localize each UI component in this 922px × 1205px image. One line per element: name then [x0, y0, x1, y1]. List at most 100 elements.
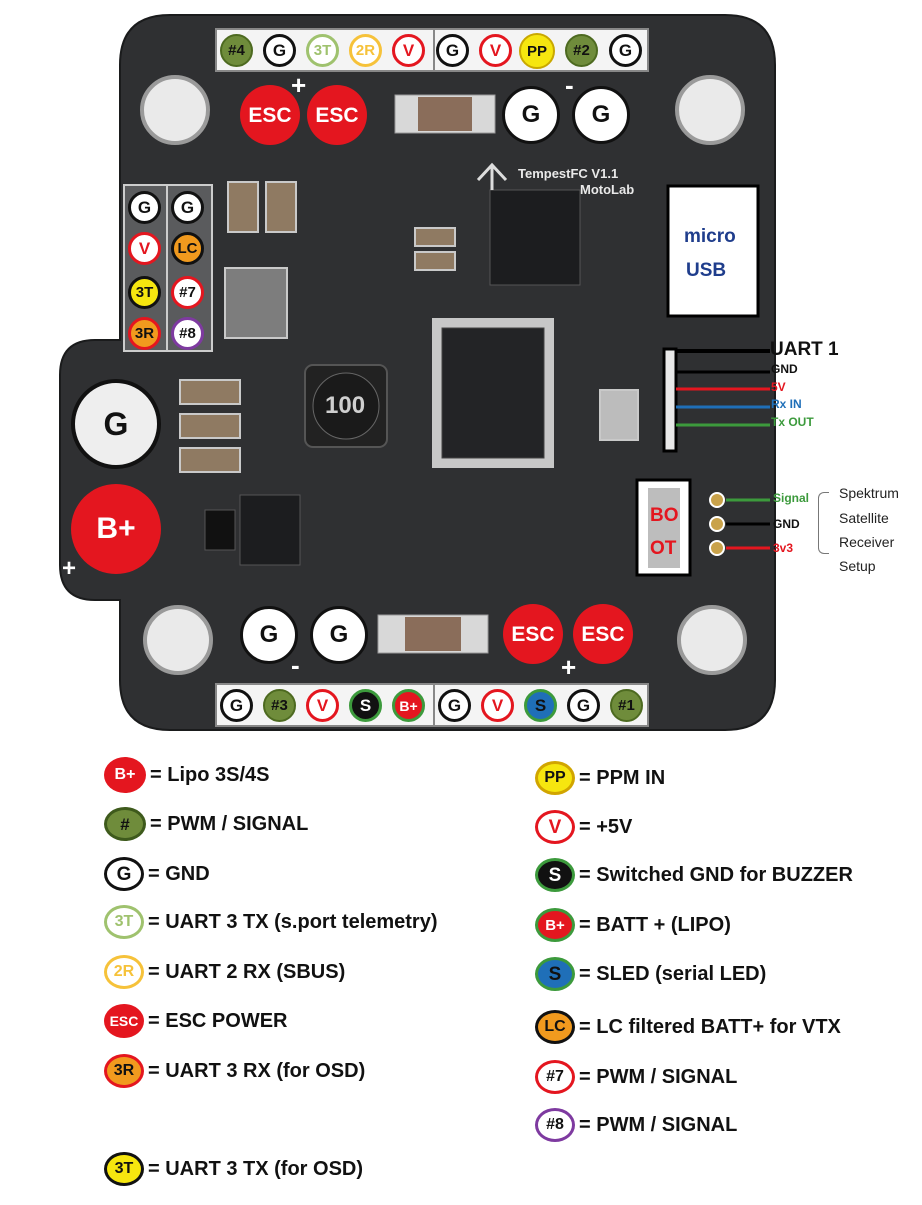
legend-item-pwm7: #7 = PWM / SIGNAL — [535, 1060, 737, 1094]
passive-components — [179, 181, 639, 473]
legend-item-uart3tx-osd: 3T = UART 3 TX (for OSD) — [104, 1152, 363, 1186]
left-pin-c1-1: G — [128, 191, 161, 224]
legend-badge-uart3tx-osd: 3T — [104, 1152, 144, 1186]
legend-badge-esc: ESC — [104, 1004, 144, 1038]
esc-pad-bottom-2: ESC — [573, 604, 633, 664]
minus-sign-top: - — [565, 70, 574, 100]
legend-badge-batt: B+ — [535, 908, 575, 942]
mcu-chip — [432, 318, 554, 468]
left-pin-c2-2: LC — [171, 232, 204, 265]
esc-pad-bottom-1: ESC — [503, 604, 563, 664]
legend-text-uart3tx-osd: = UART 3 TX (for OSD) — [148, 1157, 364, 1180]
plus-sign-top: + — [291, 70, 307, 100]
legend-text-sled: = SLED (serial LED) — [579, 962, 767, 985]
legend-badge-pwm: # — [104, 807, 146, 841]
board-maker-label: MotoLab — [580, 182, 635, 197]
gnd-pad-bottom-1: G — [240, 606, 298, 664]
legend-badge-pwm8: #8 — [535, 1108, 575, 1142]
legend-item-batt: B+ = BATT + (LIPO) — [535, 908, 731, 942]
sat-wire-3v3: 3v3 — [773, 541, 794, 555]
usb-chip — [489, 189, 581, 286]
legend-text-pwm8: = PWM / SIGNAL — [579, 1113, 738, 1136]
usb-box — [666, 184, 760, 318]
legend-item-sled: S = SLED (serial LED) — [535, 957, 766, 991]
sat-desc-1: Spektrum — [839, 485, 899, 501]
legend-item-pwm8: #8 = PWM / SIGNAL — [535, 1108, 737, 1142]
inductor — [304, 364, 388, 448]
top-pin-1: #4 — [220, 34, 253, 67]
plus-sign-left: + — [62, 555, 77, 582]
legend-text-5v: = +5V — [579, 815, 633, 838]
mounting-holes — [140, 75, 747, 675]
legend-text-uart3rx: = UART 3 RX (for OSD) — [148, 1059, 366, 1082]
legend-badge-sled: S — [535, 957, 575, 991]
legend-text-lc: = LC filtered BATT+ for VTX — [579, 1015, 841, 1038]
legend-badge-uart3rx: 3R — [104, 1054, 144, 1088]
boot-pads — [635, 478, 692, 577]
legend-badge-5v: V — [535, 810, 575, 844]
inductor-label: 100 — [325, 392, 366, 419]
left-pin-c2-3: #7 — [171, 276, 204, 309]
legend-badge-gnd: G — [104, 857, 144, 891]
uart1-title: UART 1 — [770, 339, 839, 360]
left-pin-c1-3: 3T — [128, 276, 161, 309]
top-pin-3: 3T — [306, 34, 339, 67]
top-pin-6: G — [436, 34, 469, 67]
bottom-pin-10: #1 — [610, 689, 643, 722]
legend-text-ppm: = PPM IN — [579, 766, 666, 789]
left-pin-c2-4: #8 — [171, 317, 204, 350]
esc-pad-top-2: ESC — [307, 85, 367, 145]
legend-item-ppm: PP = PPM IN — [535, 761, 665, 795]
top-pin-5: V — [392, 34, 425, 67]
legend-text-buzzer: = Switched GND for BUZZER — [579, 863, 853, 886]
satellite-connector — [709, 492, 770, 556]
bottom-pin-2: #3 — [263, 689, 296, 722]
legend-item-esc: ESC = ESC POWER — [104, 1004, 287, 1038]
legend-item-uart3rx: 3R = UART 3 RX (for OSD) — [104, 1054, 365, 1088]
plus-sign-bottom: + — [561, 652, 577, 682]
gnd-pad-bottom-2: G — [310, 606, 368, 664]
regulator-chip — [239, 494, 301, 566]
legend-badge-pwm7: #7 — [535, 1060, 575, 1094]
left-pin-c2-1: G — [171, 191, 204, 224]
orientation-arrow — [476, 162, 508, 190]
sat-wire-gnd: GND — [773, 517, 800, 531]
left-pin-c1-2: V — [128, 232, 161, 265]
gnd-pad-top-2: G — [572, 86, 630, 144]
main-gnd-pad: G — [71, 379, 161, 469]
legend-badge-buzzer: S — [535, 858, 575, 892]
legend-item-gnd: G = GND — [104, 857, 210, 891]
bottom-pin-6: G — [438, 689, 471, 722]
current-shunt-bottom — [377, 614, 489, 654]
usb-label-line1: micro — [684, 226, 736, 247]
top-pin-4: 2R — [349, 34, 382, 67]
boot-label-line1: BO — [650, 505, 679, 526]
top-pin-9: #2 — [565, 34, 598, 67]
baro-chip — [204, 509, 236, 551]
sat-desc-4: Setup — [839, 558, 876, 574]
bottom-pin-1: G — [220, 689, 253, 722]
sat-wire-signal: Signal — [773, 491, 810, 505]
uart1-connector — [662, 347, 770, 453]
legend-badge-ppm: PP — [535, 761, 575, 795]
uart1-wire-rx: Rx IN — [771, 397, 802, 411]
usb-label-line2: USB — [686, 260, 727, 281]
legend-text-uart3tx-sport: = UART 3 TX (s.port telemetry) — [148, 910, 438, 933]
legend-badge-uart2rx: 2R — [104, 955, 144, 989]
uart1-wire-5v: 5V — [771, 380, 786, 394]
legend-text-pwm: = PWM / SIGNAL — [150, 812, 309, 835]
bottom-pin-8: S — [524, 689, 557, 722]
legend-item-pwm: # = PWM / SIGNAL — [104, 807, 308, 841]
legend-text-esc: = ESC POWER — [148, 1009, 288, 1032]
legend-item-uart2rx: 2R = UART 2 RX (SBUS) — [104, 955, 345, 989]
top-pin-2: G — [263, 34, 296, 67]
board-model-label: TempestFC V1.1 — [518, 166, 619, 181]
legend-item-buzzer: S = Switched GND for BUZZER — [535, 858, 853, 892]
top-pin-10: G — [609, 34, 642, 67]
legend-text-lipo: = Lipo 3S/4S — [150, 763, 270, 786]
sat-desc-2: Satellite — [839, 510, 889, 526]
legend-badge-lc: LC — [535, 1010, 575, 1044]
gnd-pad-top-1: G — [502, 86, 560, 144]
legend-text-gnd: = GND — [148, 862, 210, 885]
legend-badge-lipo: B+ — [104, 757, 146, 793]
